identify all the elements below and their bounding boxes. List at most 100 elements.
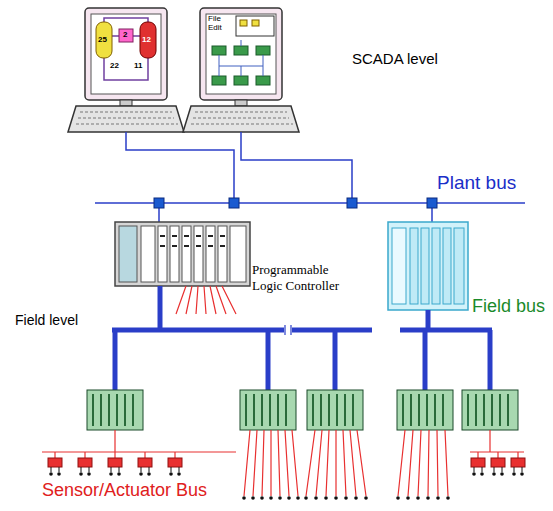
valve-number: 22 (110, 61, 119, 70)
plc-wiring (176, 286, 236, 314)
terminal-dot (87, 472, 91, 476)
field-bus (423, 330, 428, 390)
level-label: SCADA level (352, 50, 438, 67)
bus-connector (347, 198, 357, 208)
field-bus (113, 330, 118, 390)
operator-monitor (212, 76, 226, 85)
terminal-dot (406, 496, 410, 500)
terminal-dot (49, 472, 53, 476)
device-label: Programmable Logic Controller (252, 262, 357, 293)
tank-number: 25 (98, 35, 107, 44)
io-module (240, 390, 296, 430)
terminal-dot (169, 472, 173, 476)
operator-monitor (140, 22, 156, 58)
bus-label: Plant bus (437, 172, 516, 194)
sensor-wiring (244, 430, 298, 496)
terminal-dot (480, 472, 484, 476)
plc-node: Programmable Logic Controller (115, 222, 359, 295)
terminal-dot (304, 496, 308, 500)
plant-bus (126, 132, 234, 203)
terminal-dot (269, 496, 273, 500)
bus-break (285, 325, 291, 335)
terminal-dot (344, 496, 348, 500)
sensor-actuator (48, 458, 62, 467)
io-module (462, 390, 518, 430)
terminal-dot (139, 472, 143, 476)
terminal-dot (512, 472, 516, 476)
sensor-wiring (470, 430, 524, 458)
menu-item: Edit (208, 23, 222, 32)
operator-monitor (236, 16, 274, 36)
operator-monitor (183, 106, 299, 132)
plc-rack (119, 226, 137, 282)
operator-monitor (120, 100, 132, 106)
sensor-actuator (108, 458, 122, 467)
menu-item: File (208, 14, 221, 23)
operator-monitor (206, 14, 276, 94)
sensor-wiring (55, 452, 175, 458)
plc-rack (443, 228, 451, 304)
terminal-dot (147, 472, 151, 476)
bus-label: Sensor/Actuator Bus (40, 480, 209, 501)
plc-rack (160, 236, 225, 246)
plc-rack (158, 226, 167, 282)
terminal-dot (446, 496, 450, 500)
operator-monitor (183, 8, 299, 132)
sensor-actuator (511, 458, 525, 467)
operator-monitor (256, 76, 270, 85)
operator-monitor (119, 29, 133, 42)
operator-monitor (240, 20, 247, 26)
bus-label: Field bus (472, 296, 545, 317)
plc-rack (230, 226, 246, 282)
plc-rack (392, 228, 406, 304)
operator-monitor (234, 76, 248, 85)
terminal-dot (396, 496, 400, 500)
terminal-dot (520, 472, 524, 476)
plc-rack (410, 228, 418, 304)
plc-rack (432, 228, 440, 304)
sensor-actuator (471, 458, 485, 467)
terminal-dot (287, 496, 291, 500)
field-bus (266, 330, 271, 390)
io-module (397, 390, 453, 430)
plc-rack (206, 226, 215, 282)
sensor-wiring (398, 430, 448, 496)
sensor-actuator (48, 458, 525, 467)
operator-monitor (68, 8, 184, 132)
operator-monitor (235, 100, 247, 106)
terminal-dot (436, 496, 440, 500)
plc-rack (388, 222, 468, 310)
field-bus (158, 286, 163, 330)
terminal-dot (251, 496, 255, 500)
field-bus (488, 330, 493, 390)
terminal-dot (500, 472, 504, 476)
plc-rack (182, 226, 191, 282)
plc-rack (141, 226, 155, 282)
terminal-dot (278, 496, 282, 500)
operator-monitor (234, 46, 248, 55)
plc-rack (454, 228, 464, 304)
io-module (93, 394, 508, 426)
sensor-leg (51, 467, 522, 472)
operator-monitor (76, 112, 178, 124)
terminal-dot (492, 472, 496, 476)
field-bus (400, 328, 492, 333)
bus-connector (427, 198, 437, 208)
terminal-dot (242, 496, 246, 500)
terminal-dot (260, 496, 264, 500)
plc-rack (194, 226, 203, 282)
plc-rack (388, 222, 468, 310)
field-bus (333, 330, 338, 390)
terminal-dot (472, 472, 476, 476)
sensor-actuator (168, 458, 182, 467)
valve-number: 11 (134, 61, 142, 70)
field-bus (112, 286, 492, 390)
sensor-leg (51, 467, 522, 472)
operator-monitor (200, 8, 282, 100)
terminal-dot (416, 496, 420, 500)
plc-wiring (176, 286, 236, 314)
operator-monitor (219, 40, 263, 76)
